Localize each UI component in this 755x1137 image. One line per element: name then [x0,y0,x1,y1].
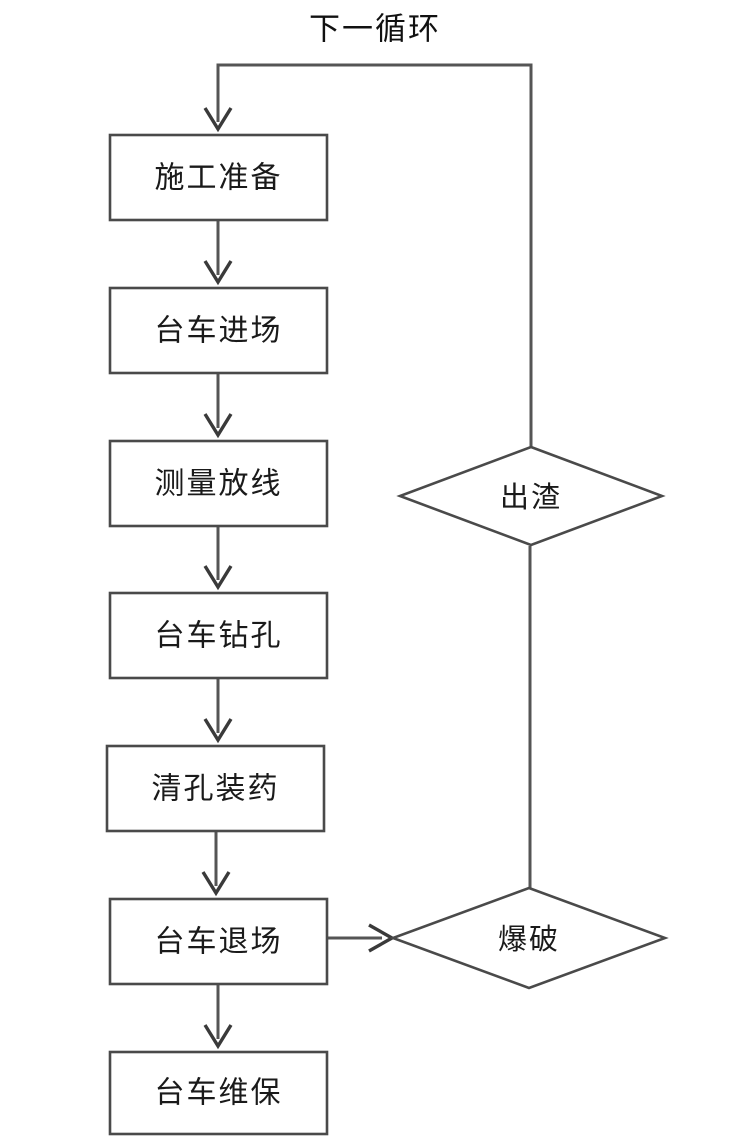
process-box[interactable] [105,744,326,833]
decision-diamond[interactable] [389,886,669,990]
node-label-charging: 清孔装药 [152,772,280,807]
decision-diamond[interactable] [396,445,666,547]
node-label-jumbo-in: 台车进场 [155,314,283,349]
edge-jumbo-in-to-survey [203,373,233,439]
arrowhead [203,565,233,591]
arrowhead-into-prep [203,107,233,133]
edge-jumbo-out-to-maintain [203,984,233,1050]
process-box[interactable] [108,286,329,375]
node-blasting[interactable]: 爆破 [389,886,669,990]
arrowhead [203,718,233,744]
node-charging[interactable]: 清孔装药 [105,744,326,833]
edge-charging-to-jumbo-out [201,831,231,897]
node-prep[interactable]: 施工准备 [108,133,329,222]
arrowhead [203,260,233,286]
node-label-prep: 施工准备 [155,161,283,196]
edge-survey-to-drilling [203,526,233,591]
process-box[interactable] [108,133,329,222]
node-label-jumbo-out: 台车退场 [155,925,283,960]
process-box[interactable] [108,439,329,528]
edge-prep-to-jumbo-in [203,220,233,286]
loop-back-connector [216,63,533,447]
node-drilling[interactable]: 台车钻孔 [108,591,329,680]
node-label-blasting: 爆破 [498,922,560,956]
edge-drilling-to-charging [203,678,233,744]
node-label-drilling: 台车钻孔 [155,619,283,654]
arrowhead [203,1024,233,1050]
diagram-title: 下一循环 [309,12,441,48]
arrowhead [201,871,231,897]
node-survey[interactable]: 测量放线 [108,439,329,528]
node-jumbo-in[interactable]: 台车进场 [108,286,329,375]
node-label-survey: 测量放线 [155,467,283,502]
arrowhead [203,413,233,439]
edge-mucking-to-prep [203,63,533,447]
node-mucking[interactable]: 出渣 [396,445,666,547]
node-maintain[interactable]: 台车维保 [108,1050,329,1136]
process-box[interactable] [108,1050,329,1136]
process-box[interactable] [108,591,329,680]
node-label-mucking: 出渣 [500,480,562,514]
node-label-maintain: 台车维保 [155,1076,283,1111]
node-jumbo-out[interactable]: 台车退场 [108,897,329,986]
process-box[interactable] [108,897,329,986]
edge-jumbo-out-to-blasting [327,923,396,953]
